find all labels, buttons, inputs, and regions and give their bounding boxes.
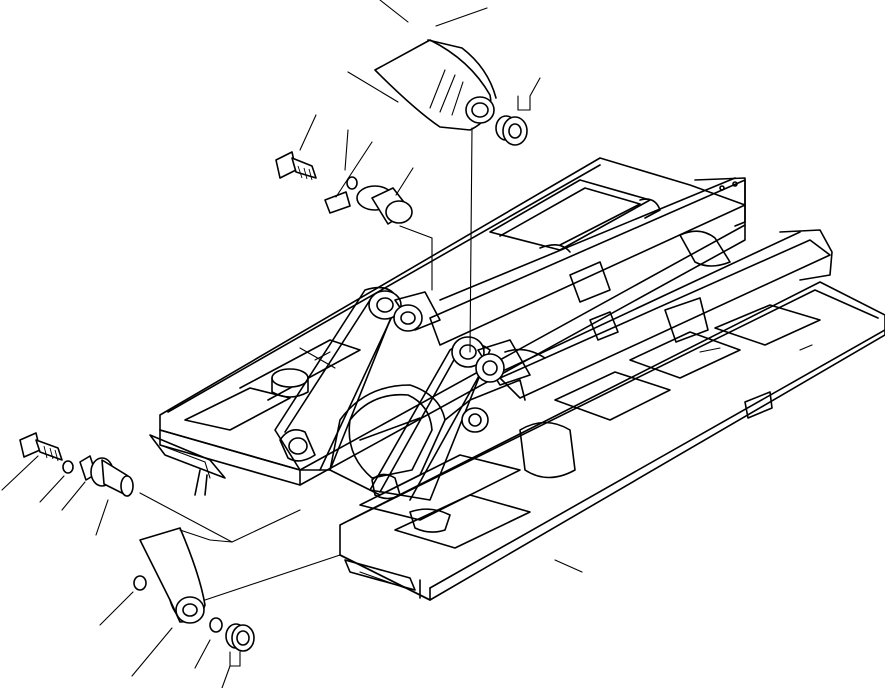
- lower-lock-washer: [39, 460, 74, 503]
- boom-upper-end: [347, 0, 497, 131]
- left-track-frame: [149, 157, 746, 496]
- upper-pin: [356, 167, 433, 291]
- lower-pin: [90, 457, 301, 543]
- boom-foot-bracket-left: [274, 286, 441, 471]
- lower-left-washer: [99, 575, 147, 626]
- upper-lock-washer: [344, 129, 358, 190]
- cross-beam-lower: [499, 229, 833, 399]
- lower-bolt: [1, 432, 63, 491]
- boom-foot-bracket-center: [329, 384, 446, 496]
- boom-foot-bracket-right: [369, 336, 546, 501]
- upper-lock-plate: [324, 141, 373, 214]
- boom-lower-end: [139, 527, 341, 624]
- right-track-frame: [339, 281, 885, 601]
- upper-pin-leader-line: [469, 127, 473, 353]
- cross-beam-upper: [429, 177, 746, 346]
- upper-bolt: [275, 114, 317, 181]
- lower-right-washers: [131, 617, 255, 688]
- upper-shim-washers: [495, 77, 541, 146]
